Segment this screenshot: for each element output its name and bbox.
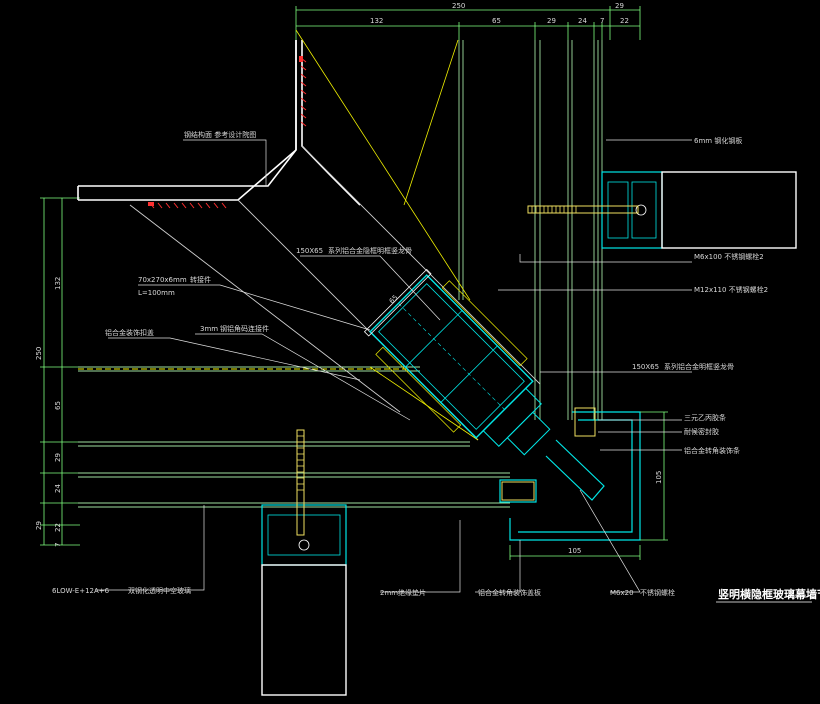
left-dim-1: 132 [54,277,62,290]
corner-cap [499,411,641,541]
label-steel-pad-len: L=100mm [138,289,175,297]
sealant-block-right [574,407,596,437]
top-dimension-chain [295,6,641,40]
label-steel-pad-desc: 转接件 [190,275,211,284]
sealant-block-bottom [501,481,535,501]
label-bolt-m6: M6x100 不锈钢螺栓2 [694,252,764,261]
left-dim-total: 250 [35,347,43,360]
label-alu-cover: 铝合金装饰扣盖 [105,328,154,337]
left-dim-5: 29 [35,521,43,530]
label-plate-3mm-desc: 钢铝角码连接件 [220,324,269,333]
label-profile-150-right-desc: 系列铝合金明框竖龙骨 [664,362,734,371]
bolt-m6-bottom [296,429,305,536]
top-dim-1: 132 [370,17,383,25]
label-bolt-m6-20-desc: 不锈钢螺栓 [640,588,675,597]
left-dim-7: 7 [54,543,62,547]
label-sealant: 耐候密封胶 [684,427,719,436]
label-glass-bottom-desc: 双钢化透明中空玻璃 [128,586,191,595]
left-dimension-chain [40,197,80,546]
label-steel-structure: 钢结构面 参考设计院图 [184,130,256,139]
label-bolt-m6-20: M6x20 [610,589,634,597]
diag-dim-65: 65 [388,293,400,305]
label-alu-corner-plate: 铝合金转角装饰盖板 [478,588,541,597]
left-dim-4: 24 [54,484,62,493]
leader-lines [95,139,692,593]
label-profile-150: 150X65 [296,247,323,255]
label-gasket-2mm-desc: 绝缘垫片 [398,588,426,597]
bolt-m6-thread [531,206,577,213]
steel-structure-outline [77,40,361,206]
bolt-m6-top [527,205,639,214]
label-epdm: 三元乙丙胶条 [684,413,726,422]
label-gasket-2mm: 2mm [380,589,398,597]
top-dim-total: 250 [452,2,465,10]
red-marker-top [299,56,303,62]
top-dim-5: 7 [600,17,604,25]
top-dim-7: 29 [615,2,624,10]
top-dim-4: 24 [578,17,587,25]
diagonal-lines [129,145,541,441]
red-marker-left [148,202,154,206]
top-dim-3: 29 [547,17,556,25]
left-dim-6: 22 [54,523,62,532]
left-dim-3: 29 [54,453,62,462]
yellow-diagonal-leaders [295,29,479,441]
bolt-m6-bottom-thread [297,435,304,491]
label-profile-150-right: 150X65 [632,363,659,371]
label-glass-bottom: 6LOW-E+12A+6 [52,587,110,595]
top-dim-2: 65 [492,17,501,25]
top-dim-6: 22 [620,17,629,25]
label-steel-pad: 70x270x6mm [138,276,187,284]
right-top-mullion [601,171,797,249]
label-glass-top-right: 6mm 钢化钢板 [694,136,742,145]
label-plate-3mm: 3mm [200,325,218,333]
horizontal-glass-lines [78,366,510,508]
right-dim-105: 105 [655,471,663,484]
left-dim-2: 65 [54,401,62,410]
drawing-title: 竖明横隐框玻璃幕墙节点 [718,587,820,601]
label-alu-corner: 铝合金转角装饰条 [684,446,740,455]
vertical-glass-lines [458,40,603,420]
bottom-dim-105: 105 [568,547,581,555]
label-profile-150-desc: 系列铝合金隐框明框竖龙骨 [328,246,412,255]
label-bolt-m12: M12x110 不锈钢螺栓2 [694,285,768,294]
corner-cap-dimensions [509,411,668,560]
